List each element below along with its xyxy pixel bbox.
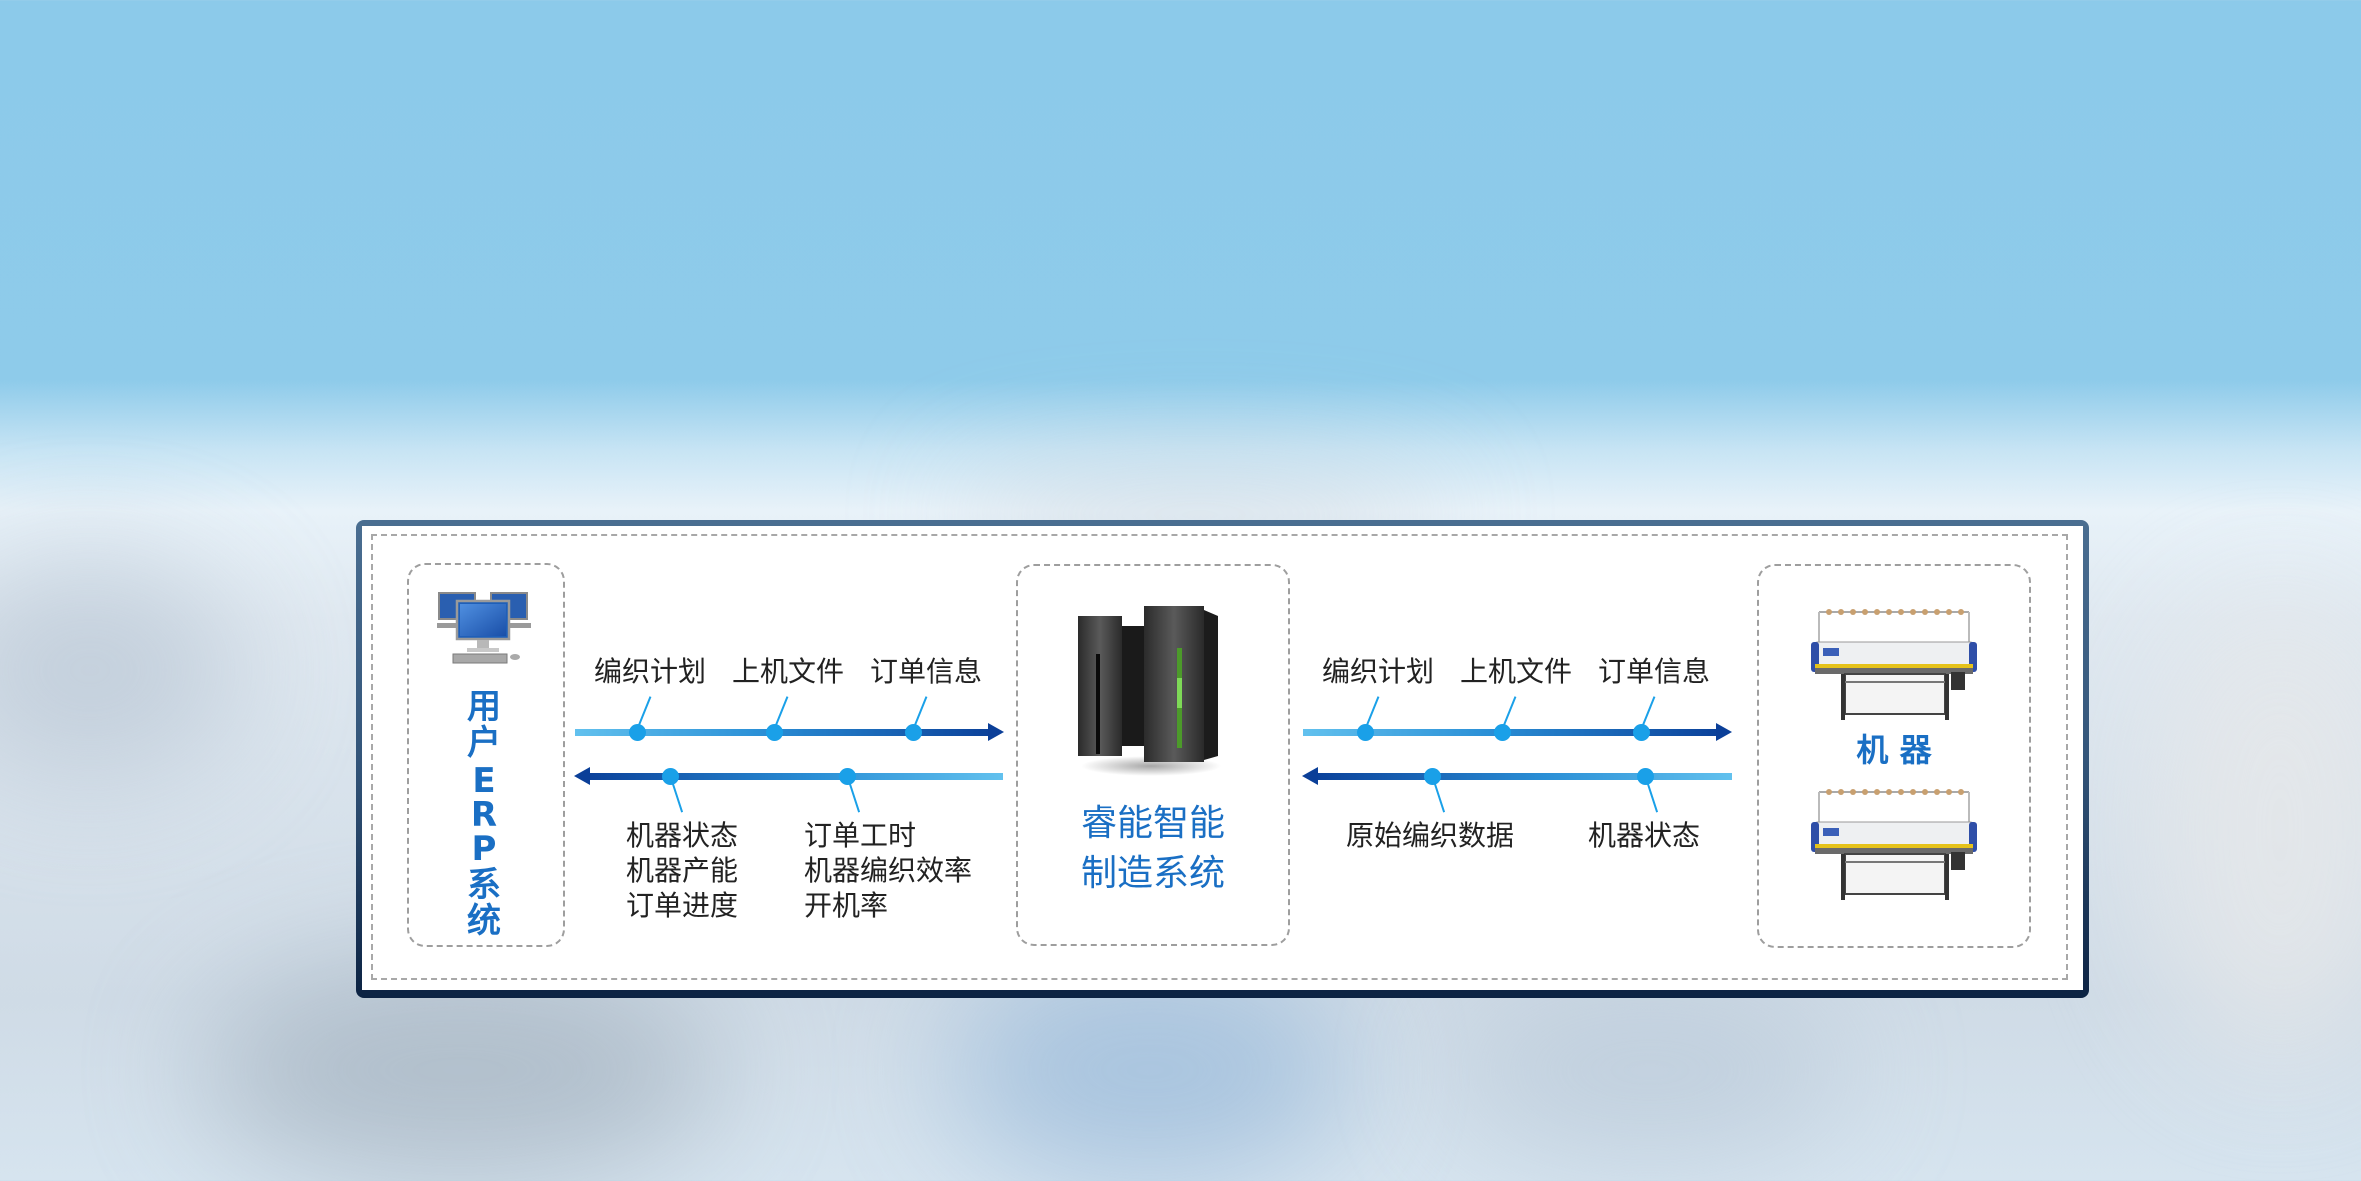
flow-label: 机器产能 [626, 854, 739, 887]
flow-dot [1633, 724, 1650, 741]
flow-label: 编织计划 [594, 655, 707, 688]
flow-label: 订单信息 [870, 655, 983, 688]
flow-label: 订单信息 [1598, 655, 1711, 688]
knitting-machine-icon [1811, 789, 1977, 900]
flow-label: 订单进度 [626, 889, 739, 922]
flow-dot [905, 724, 922, 741]
title-char: 系 [467, 865, 501, 905]
arrow-right-icon [1716, 723, 1732, 741]
flow-label: 上机文件 [1460, 655, 1573, 688]
flow-dot [1637, 768, 1654, 785]
background-blur [1450, 980, 1850, 1160]
flow-label: 开机率 [804, 889, 889, 922]
flow-dot [766, 724, 783, 741]
arrow-left-icon [574, 767, 590, 785]
flow-label: 订单工时 [804, 819, 917, 852]
arrow-right-icon [988, 723, 1004, 741]
flow-dot [629, 724, 646, 741]
computer-network-icon [437, 592, 531, 664]
outer-dashed-border [371, 534, 2068, 980]
title-char: R [470, 795, 498, 835]
background-blur [0, 560, 240, 780]
flow-label: 原始编织数据 [1346, 819, 1515, 852]
flow-dot [662, 768, 679, 785]
title-char: 用 [467, 687, 501, 727]
flow-label: 编织计划 [1322, 655, 1435, 688]
diagram-canvas: 用 户 E R P 系 统 编织计划 上机文件 订单信息 [362, 526, 2083, 990]
system-title-line1: 睿能智能 [1080, 803, 1225, 844]
system-title-line2: 制造系统 [1080, 853, 1225, 894]
flow-dot [1494, 724, 1511, 741]
server-icon [1078, 606, 1221, 776]
title-char: 户 [467, 723, 501, 763]
erp-system-box: 用 户 E R P 系 统 [407, 563, 565, 947]
backward-flow-line [588, 773, 1003, 780]
flow-dot [1357, 724, 1374, 741]
flow-label: 机器编织效率 [804, 854, 973, 887]
forward-flow-line [1303, 729, 1719, 736]
backward-flow-line [1316, 773, 1732, 780]
arrow-left-icon [1302, 767, 1318, 785]
flow-label: 机器状态 [1588, 819, 1701, 852]
title-char: P [471, 829, 497, 869]
flow-label: 机器状态 [626, 819, 739, 852]
flow-dot [839, 768, 856, 785]
manufacturing-system-box: 睿能智能 制造系统 [1016, 564, 1290, 946]
knitting-machine-icon [1811, 609, 1977, 720]
flow-label: 上机文件 [732, 655, 845, 688]
flow-dot [1424, 768, 1441, 785]
forward-flow-line [575, 729, 991, 736]
title-char: E [472, 761, 496, 801]
machine-box: 机 器 [1757, 564, 2031, 948]
background-blur [2150, 600, 2361, 1060]
diagram-frame: 用 户 E R P 系 统 编织计划 上机文件 订单信息 [356, 520, 2089, 998]
title-char: 统 [467, 901, 501, 941]
machine-title: 机 器 [1856, 731, 1932, 769]
